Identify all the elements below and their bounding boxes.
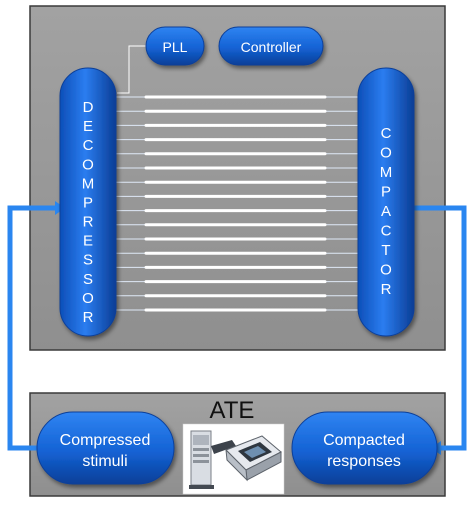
label-letter: P (381, 184, 391, 201)
controller-block: Controller (218, 26, 324, 66)
compacted-responses-line1: Compacted (323, 432, 405, 449)
label-letter: C (381, 223, 392, 240)
label-letter: M (380, 164, 393, 181)
label-letter: R (83, 214, 94, 231)
label-letter: R (83, 309, 94, 326)
pll-label: PLL (163, 39, 188, 55)
label-letter: O (82, 156, 94, 173)
pll-connector-line (117, 45, 148, 94)
label-letter: C (381, 125, 392, 142)
compressed-stimuli-line1: Compressed (60, 432, 151, 449)
ate-tester-machine-icon (182, 423, 285, 495)
label-letter: D (83, 99, 94, 116)
label-letter: S (83, 271, 93, 288)
compressed-stimuli-line2: stimuli (82, 453, 127, 470)
label-letter: P (83, 194, 93, 211)
label-letter: O (82, 290, 94, 307)
compacted-responses-block: Compacted responses (291, 411, 438, 485)
label-letter: O (380, 262, 392, 279)
label-letter: M (82, 175, 95, 192)
label-letter: R (381, 281, 392, 298)
label-letter: A (381, 203, 391, 220)
label-letter: O (380, 145, 392, 162)
controller-label: Controller (241, 39, 302, 55)
label-letter: E (83, 118, 93, 135)
responses-feedback-arrow (413, 205, 467, 451)
compressed-stimuli-block: Compressed stimuli (36, 411, 175, 485)
scan-chains (112, 95, 362, 312)
label-letter: E (83, 233, 93, 250)
pll-block: PLL (145, 26, 205, 66)
stimuli-feedback-arrow (7, 205, 55, 451)
label-letter: T (381, 242, 390, 259)
label-letter: C (83, 137, 94, 154)
label-letter: S (83, 252, 93, 269)
compacted-responses-line2: responses (327, 453, 401, 470)
ate-label: ATE (210, 397, 255, 424)
